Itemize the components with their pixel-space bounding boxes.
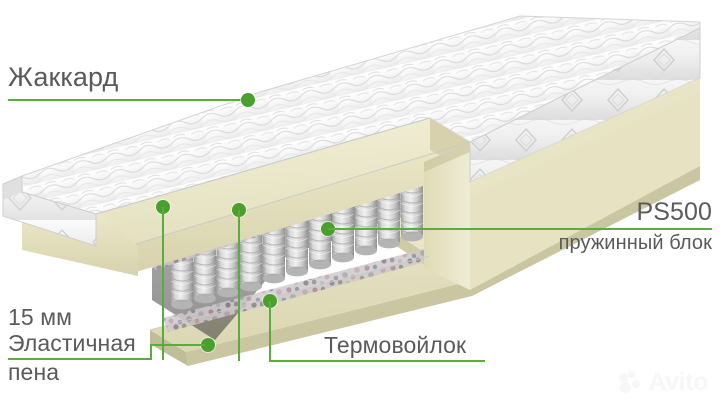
callout-stem-elastic-foam	[150, 344, 152, 360]
callout-stem-elastic-foam-upper	[162, 207, 164, 360]
callout-dot-elastic-foam	[201, 338, 215, 352]
callout-line-jacquard	[8, 99, 250, 101]
label-spring-block-sub: пружинный блок	[455, 232, 712, 254]
callout-line-elastic-foam	[8, 358, 152, 360]
label-elastic-foam-line-3: пена	[8, 358, 60, 385]
label-thermofelt: Термовойлок	[324, 332, 467, 359]
label-jacquard-line-1: Жаккард	[8, 62, 119, 92]
callout-stem-thermofelt-upper	[238, 210, 240, 361]
label-jacquard: Жаккард	[8, 62, 118, 92]
label-thermofelt-line-1: Термовойлок	[324, 332, 467, 358]
label-elastic-foam-line-2: Эластичная	[8, 329, 136, 356]
callout-stem-thermofelt	[269, 301, 271, 361]
callout-line-thermofelt	[269, 360, 485, 362]
callout-line-elastic-foam-inner	[150, 344, 205, 346]
label-spring-block-line-2: пружинный блок	[558, 232, 712, 254]
label-elastic-foam: 15 мм Эластичная пена	[8, 304, 136, 385]
label-elastic-foam-line-1: 15 мм	[8, 304, 73, 330]
callout-dot-jacquard	[241, 93, 255, 107]
label-spring-block: PS500	[475, 198, 712, 226]
callout-line-spring-block	[328, 228, 712, 230]
label-spring-block-model: PS500	[636, 198, 712, 226]
